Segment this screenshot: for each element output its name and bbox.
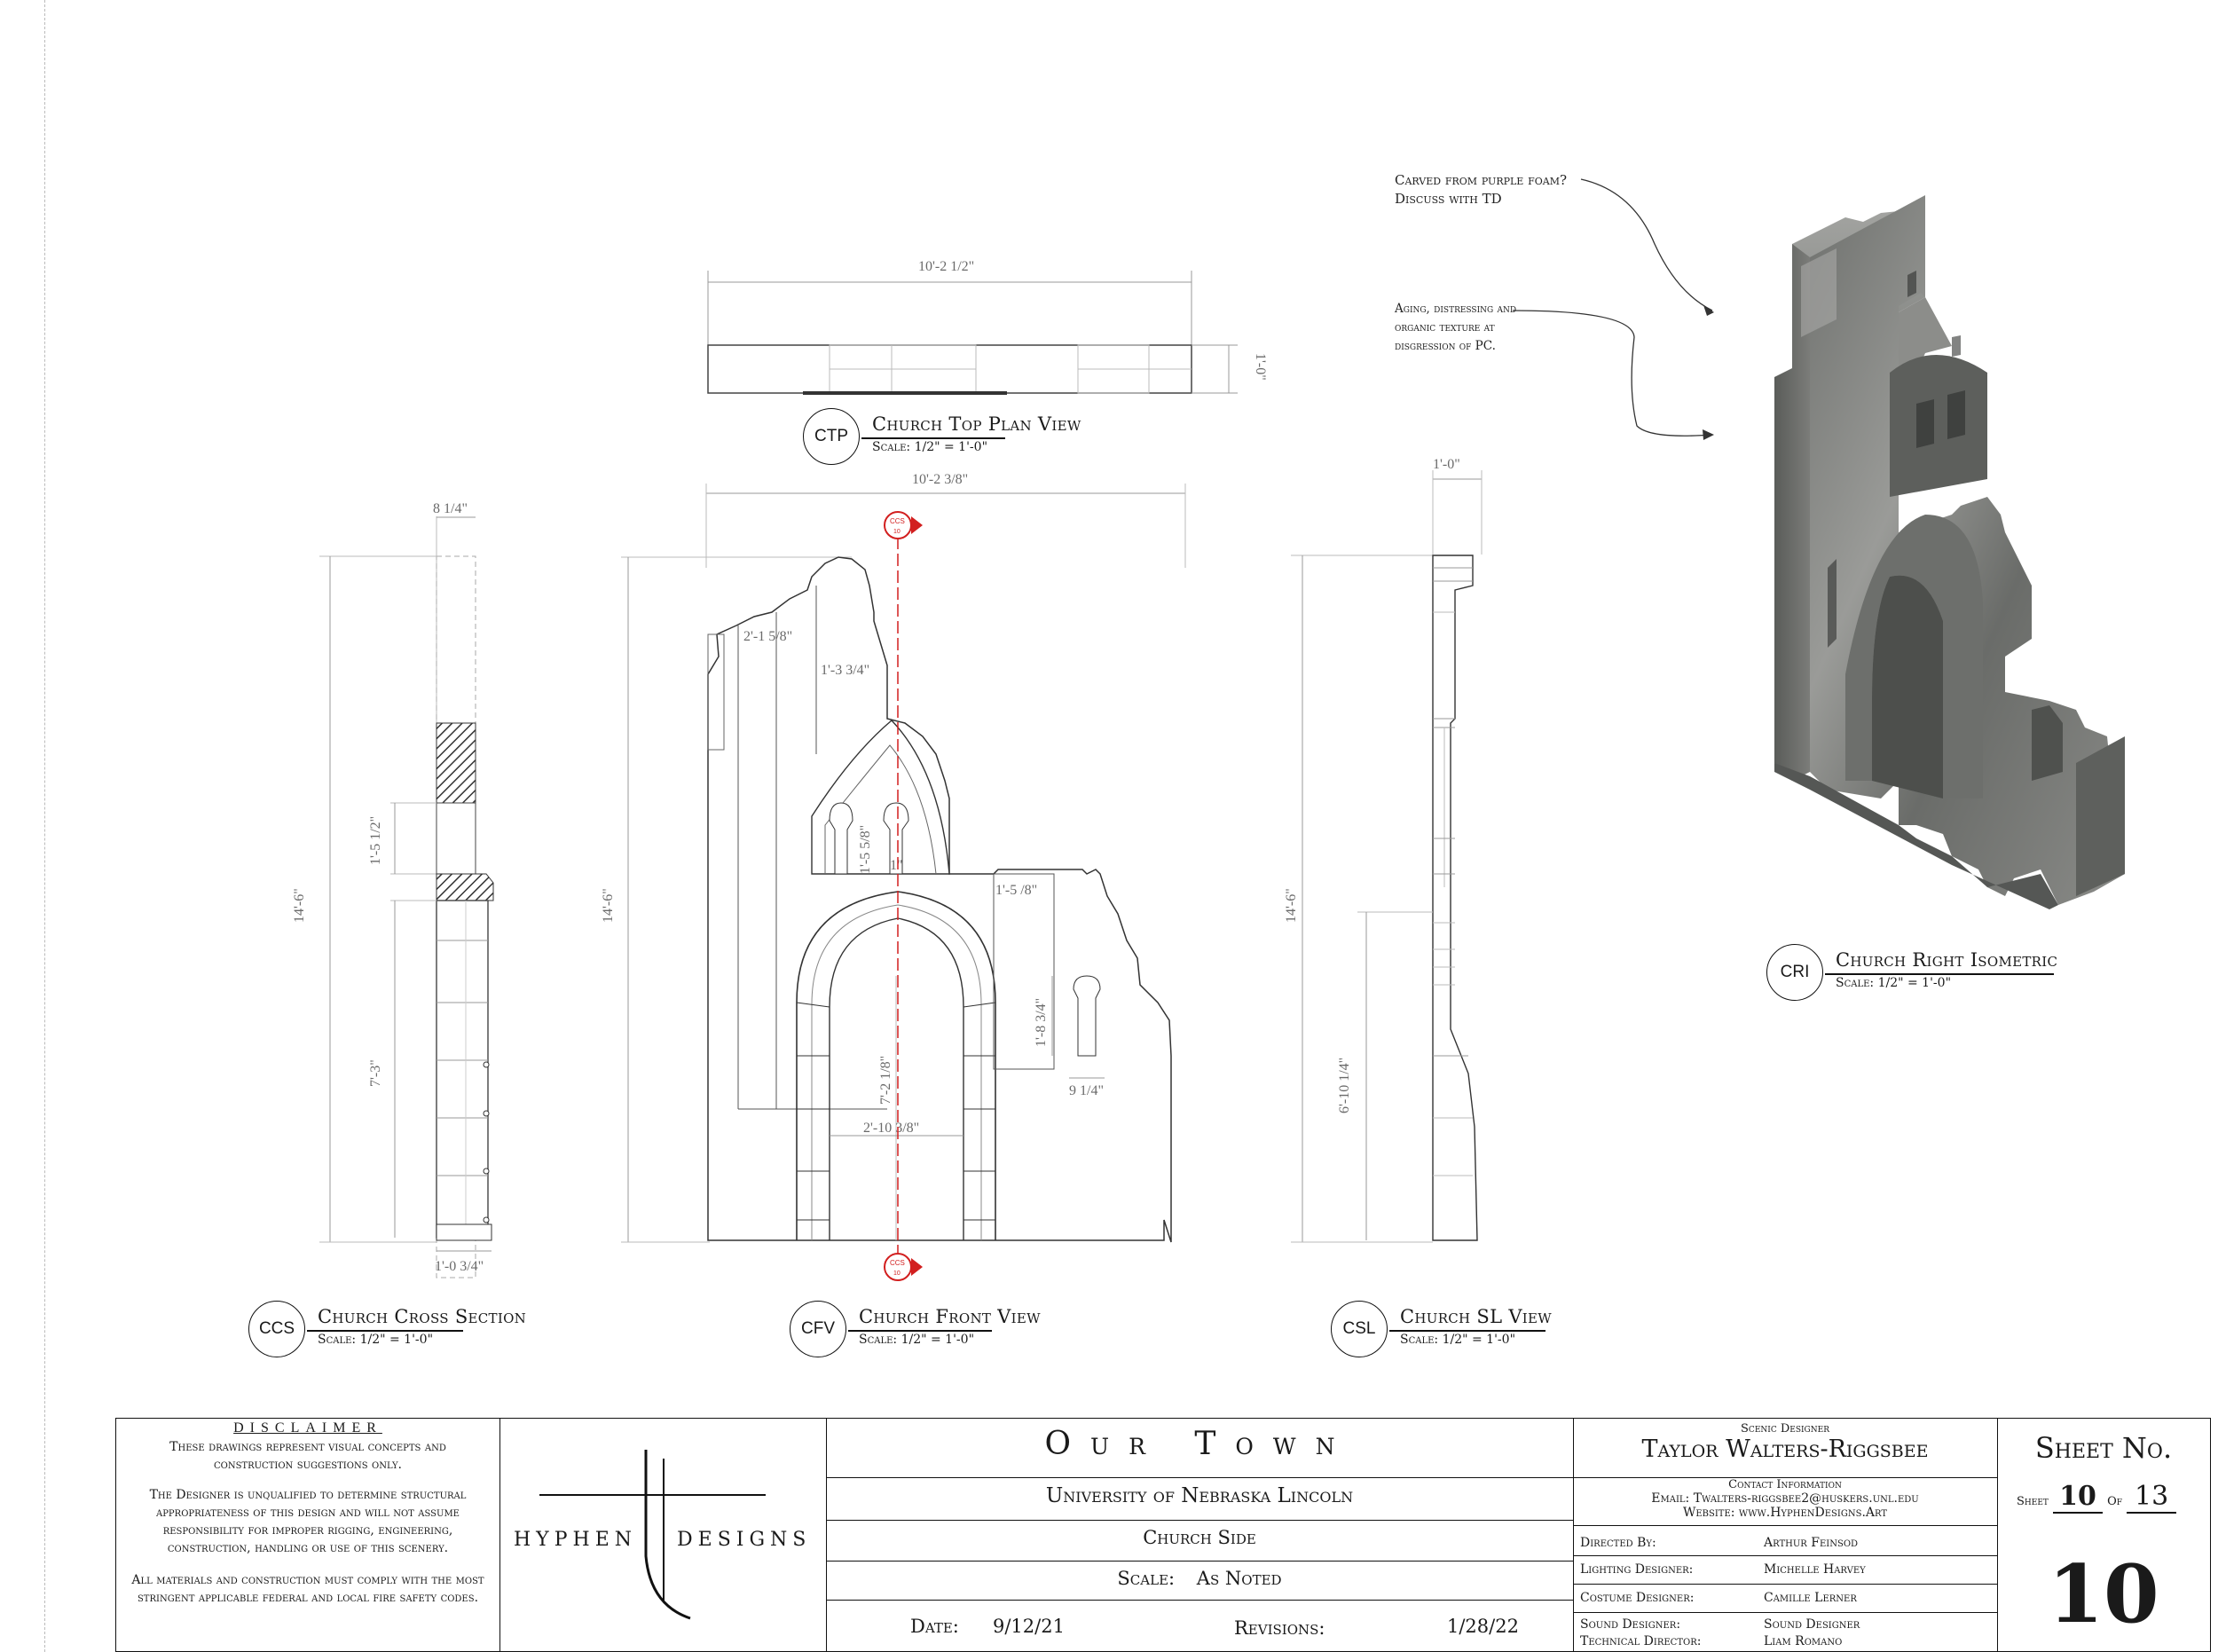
dim-front-arch-height: 7'-2 1/8" (878, 1056, 893, 1105)
sheet-number: 10 (2053, 1481, 2103, 1514)
dim-cs-top: 8 1/4" (433, 501, 468, 516)
disclaimer-heading: DISCLAIMER (233, 1420, 382, 1436)
dim-front-right-window: 1'-8 3/4" (1034, 998, 1049, 1047)
dim-front-small: 1" (890, 858, 903, 873)
credit-role-4: Technical Director: (1580, 1634, 1702, 1648)
dim-cs-height: 14'-6" (292, 888, 307, 923)
sheet-number-large: 10 (2048, 1547, 2159, 1641)
sheet-title: Church Side (1143, 1527, 1256, 1548)
show-info-panel: Our Town University of Nebraska Lincoln … (826, 1419, 1574, 1651)
drawing-canvas: 10'-2 1/2" 1'-0" 8 1/4" 14'-6" 1'-5 1/2" (292, 178, 2125, 1281)
sheet-number-panel: Sheet No. Sheet 10 Of 13 10 (1997, 1419, 2210, 1651)
view-tag-ctp: CTP (803, 408, 860, 465)
disclaimer-text-3: All materials and construction must comp… (131, 1573, 484, 1605)
dim-cs-bottom: 1'-0 3/4" (435, 1259, 484, 1274)
date-value: 9/12/21 (993, 1616, 1065, 1637)
dim-sl-height: 14'-6" (1284, 888, 1299, 923)
contact-email: Email: Twalters-riggsbee2@huskers.unl.ed… (1651, 1491, 1919, 1506)
logo-mark (539, 1450, 766, 1620)
date-label: Date: (910, 1616, 959, 1637)
designer-name: Taylor Walters-Riggsbee (1641, 1436, 1929, 1463)
dim-front-upper-mid: 1'-3 3/4" (821, 663, 869, 678)
credit-role-1: Lighting Designer: (1580, 1562, 1694, 1577)
section-marker-top: CCS 10 (884, 511, 923, 539)
logo-text-left: HYPHEN (514, 1529, 638, 1551)
dim-top-depth: 1'-0" (1253, 353, 1268, 381)
scale-value: As Noted (1196, 1568, 1282, 1589)
contact-heading: Contact Information (1728, 1478, 1842, 1491)
credit-role-2: Costume Designer: (1580, 1591, 1695, 1605)
contact-website: Website: www.HyphenDesigns.Art (1682, 1506, 1888, 1520)
dim-cs-mid: 1'-5 1/2" (368, 816, 383, 865)
sheet-total: 13 (2127, 1481, 2177, 1514)
svg-text:CCS: CCS (890, 517, 905, 525)
institution: University of Nebraska Lincoln (1045, 1484, 1354, 1507)
logo-panel: HYPHEN DESIGNS (499, 1419, 827, 1651)
credit-role-3: Sound Designer: (1580, 1617, 1681, 1632)
revisions-label: Revisions: (1234, 1617, 1325, 1639)
credit-name-4: Liam Romano (1764, 1634, 1843, 1648)
disclaimer-text-2: The Designer is unqualified to determine… (149, 1488, 467, 1555)
binder-margin-line (44, 0, 45, 1652)
note1-arrow (1580, 178, 1713, 311)
dim-front-upper-left: 2'-1 5/8" (743, 629, 792, 644)
dim-front-right-window-w: 9 1/4" (1069, 1083, 1104, 1098)
note-aging: Aging, distressing and organic texture a… (1395, 302, 1517, 353)
svg-text:CCS: CCS (890, 1259, 905, 1267)
show-title: Our Town (1044, 1426, 1355, 1462)
scale-label: Scale: (1117, 1568, 1176, 1589)
designer-role: Scenic Designer (1741, 1422, 1829, 1436)
disclaimer-panel: DISCLAIMER These drawings represent visu… (116, 1419, 500, 1651)
disclaimer-text-1: These drawings represent visual concepts… (169, 1440, 446, 1472)
svg-text:10: 10 (893, 529, 901, 535)
view-tag-cfv: CFV (790, 1301, 846, 1357)
of-word: Of (2107, 1495, 2122, 1508)
title-block: DISCLAIMER These drawings represent visu… (115, 1418, 2211, 1652)
dim-front-window: 1'-5 5/8" (858, 825, 873, 874)
credit-role-0: Directed By: (1580, 1536, 1656, 1550)
front-view: 10'-2 3/8" 14'-6" 2'-1 5/8" (601, 472, 1186, 1281)
svg-text:10: 10 (893, 1270, 901, 1277)
dim-front-arch-width: 2'-10 3/8" (863, 1121, 919, 1136)
view-tag-csl: CSL (1331, 1301, 1388, 1357)
section-marker-bottom: CCS 10 (884, 1253, 923, 1281)
dim-front-width: 10'-2 3/8" (912, 472, 968, 487)
dim-sl-lower: 6'-10 1/4" (1337, 1058, 1352, 1113)
isometric-render (1774, 195, 2125, 909)
stage-left-view: 1'-0" 14'-6" 6'-10 1/4" (1284, 457, 1483, 1243)
credit-name-3: Sound Designer (1764, 1617, 1860, 1632)
revisions-value: 1/28/22 (1447, 1616, 1519, 1637)
view-tag-ccs: CCS (248, 1301, 305, 1357)
dim-top-width: 10'-2 1/2" (918, 259, 974, 274)
view-tag-cri: CRI (1766, 944, 1823, 1001)
sheet-heading: Sheet No. (2034, 1431, 2173, 1465)
logo-text-right: DESIGNS (677, 1529, 812, 1551)
dim-sl-top: 1'-0" (1433, 457, 1460, 472)
dim-cs-lower: 7'-3" (368, 1059, 383, 1087)
sheet-word: Sheet (2017, 1495, 2049, 1508)
credit-name-0: Arthur Feinsod (1764, 1536, 1859, 1550)
credit-name-2: Camille Lerner (1764, 1591, 1857, 1605)
credit-name-1: Michelle Harvey (1764, 1562, 1866, 1577)
dim-front-right-top: 1'-5 /8" (995, 883, 1037, 898)
top-plan-view: 10'-2 1/2" 1'-0" (707, 259, 1268, 395)
designer-panel: Scenic Designer Taylor Walters-Riggsbee … (1573, 1419, 1998, 1651)
cross-section-view: 8 1/4" 14'-6" 1'-5 1/2" 7'-3" 1'-0 3/4" (292, 501, 494, 1278)
dim-front-height: 14'-6" (601, 888, 616, 923)
note2-arrow (1512, 310, 1713, 437)
note-foam: Carved from purple foam? Discuss with TD (1395, 172, 1567, 207)
